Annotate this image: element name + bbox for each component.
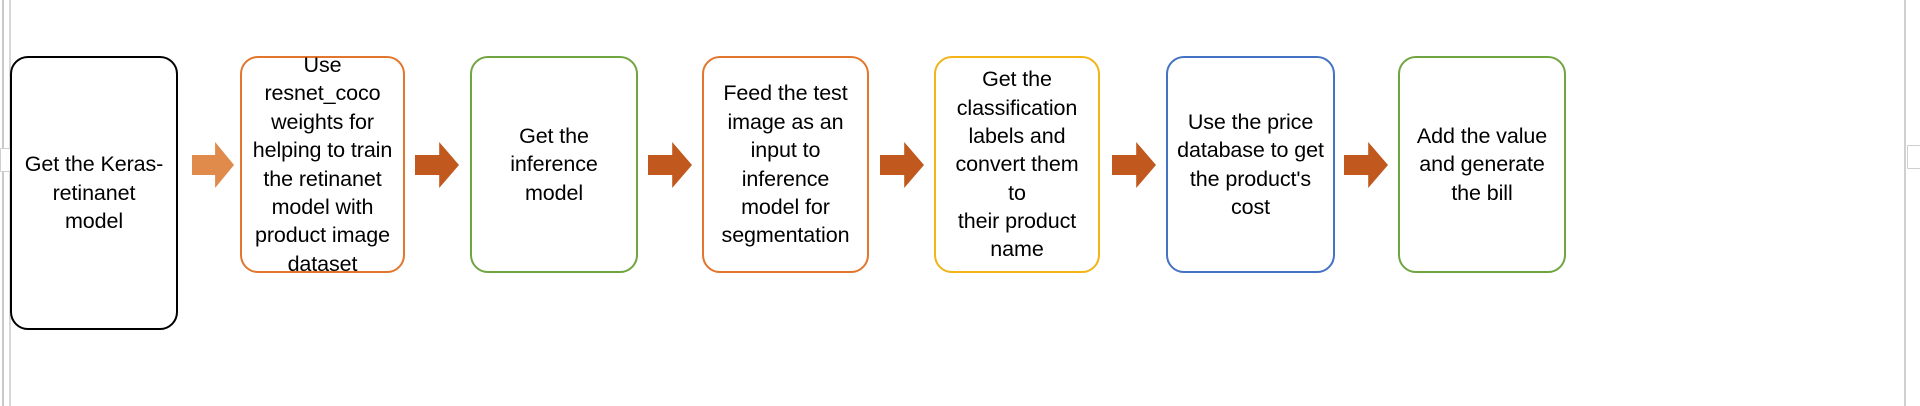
right-guide-handle[interactable] xyxy=(1907,145,1920,169)
flow-arrow-icon-1 xyxy=(192,142,234,188)
process-node-6-label: Use the price database to get the produc… xyxy=(1177,109,1324,219)
process-node-3-label: Get the inference model xyxy=(510,123,598,205)
process-node-3[interactable]: Get the inference model xyxy=(470,56,638,273)
process-node-7[interactable]: Add the value and generate the bill xyxy=(1398,56,1566,273)
process-node-4-label: Feed the test image as an input to infer… xyxy=(721,81,850,248)
left-guide-rule xyxy=(2,0,4,406)
flow-arrow-icon-4 xyxy=(880,142,924,188)
process-node-2-label: Use resnet_coco weights for helping to t… xyxy=(252,53,393,276)
process-node-1-label: Get the Keras- retinanet model xyxy=(24,152,164,234)
process-flow-row: Get the Keras- retinanet model Use resnet… xyxy=(10,0,1920,406)
flow-arrow-icon-3 xyxy=(648,142,692,188)
process-node-5[interactable]: Get the classification labels and conver… xyxy=(934,56,1100,273)
process-node-4[interactable]: Feed the test image as an input to infer… xyxy=(702,56,869,273)
flow-arrow-icon-2 xyxy=(415,142,459,188)
process-node-6[interactable]: Use the price database to get the produc… xyxy=(1166,56,1335,273)
flow-arrow-icon-5 xyxy=(1112,142,1156,188)
flow-arrow-icon-6 xyxy=(1344,142,1388,188)
process-node-5-label: Get the classification labels and conver… xyxy=(955,67,1079,262)
process-node-7-label: Add the value and generate the bill xyxy=(1416,123,1548,205)
right-guide-rule xyxy=(1904,0,1906,406)
process-node-2[interactable]: Use resnet_coco weights for helping to t… xyxy=(240,53,405,276)
process-node-1[interactable]: Get the Keras- retinanet model xyxy=(10,56,178,330)
